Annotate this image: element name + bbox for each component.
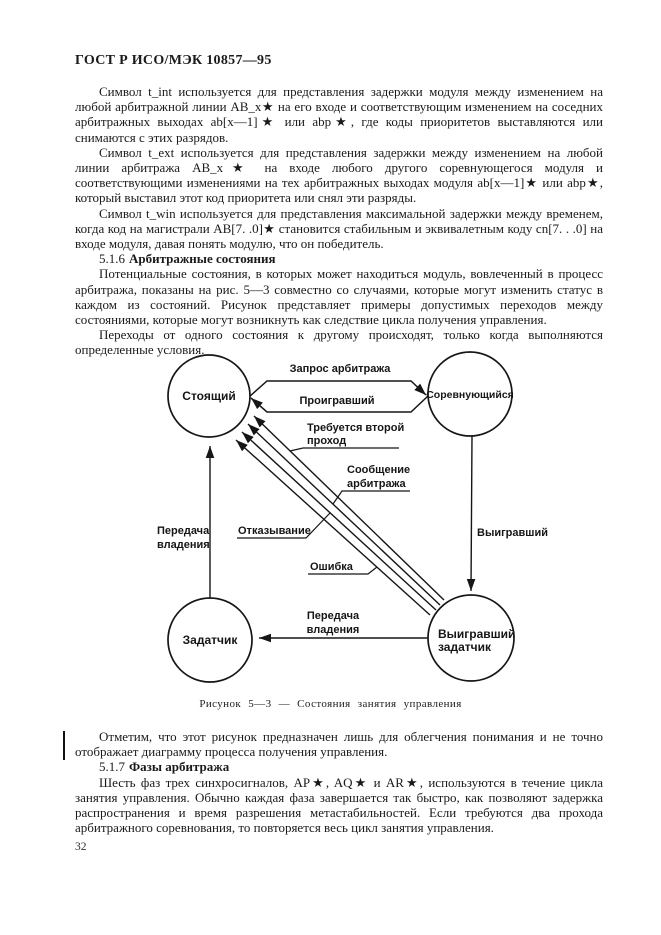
leader-refusal — [237, 512, 331, 539]
body-text-top: Символ t_int используется для представле… — [75, 84, 603, 358]
edge-second-pass — [253, 415, 445, 601]
section-title: Фазы арбитража — [129, 759, 230, 775]
leader-error — [308, 566, 378, 575]
label-arbitration-message-line1: Сообщение — [347, 464, 410, 476]
section-number: 5.1.6 — [99, 251, 125, 267]
paragraph-states-1: Потенциальные состояния, в которых может… — [75, 266, 603, 328]
paragraph-states-2: Переходы от одного состояния к другому п… — [75, 327, 603, 358]
state-standing-label: Стоящий — [182, 389, 235, 403]
label-loser: Проигравший — [300, 395, 375, 407]
label-ownership-left-line1: Передача — [157, 525, 210, 537]
state-winner-master — [427, 594, 515, 682]
leader-second-pass — [289, 447, 399, 452]
leader-arbitration-message — [332, 490, 410, 505]
section-title: Арбитражные состояния — [129, 251, 276, 267]
paragraph-t-ext: Символ t_ext используется для представле… — [75, 144, 603, 206]
edge-error — [235, 439, 431, 616]
edge-winner — [466, 435, 476, 592]
edge-arbitration-message — [247, 423, 441, 606]
state-competing — [427, 351, 513, 437]
paragraph-phases: Шесть фаз трех синхросигналов, AP★, AQ★ … — [75, 774, 603, 836]
label-arbitration-request: Запрос арбитража — [290, 363, 392, 375]
label-error: Ошибка — [310, 561, 354, 573]
document-header: ГОСТ Р ИСО/МЭК 10857—95 — [75, 53, 272, 68]
label-ownership-bottom-line1: Передача — [307, 610, 360, 622]
figure-caption: Рисунок 5—3 — Состояния занятия управлен… — [199, 698, 462, 710]
state-master — [167, 597, 253, 683]
label-ownership-bottom-line2: владения — [307, 624, 360, 636]
page-number: 32 — [75, 841, 87, 853]
state-diagram-figure: Стоящий Соревнующийся Задатчик Выигравши… — [157, 351, 548, 683]
state-winner-label-line1: Выигравший — [438, 627, 515, 641]
body-text-bottom: Отметим, что этот рисунок предназначен л… — [75, 729, 603, 835]
label-second-pass-line1: Требуется второй — [307, 422, 404, 434]
label-second-pass-line2: проход — [307, 435, 346, 447]
edge-arbitration-request — [248, 380, 427, 398]
paragraph-t-int: Символ t_int используется для представле… — [75, 84, 603, 145]
state-competing-label: Соревнующийся — [426, 389, 514, 401]
label-ownership-left-line2: владения — [157, 539, 210, 551]
label-winner: Выигравший — [477, 527, 548, 539]
change-bar-marker — [63, 731, 65, 760]
section-number: 5.1.7 — [99, 759, 125, 775]
edge-refusal — [241, 431, 437, 611]
label-arbitration-message-line2: арбитража — [347, 478, 407, 490]
state-standing — [167, 354, 251, 438]
paragraph-note: Отметим, что этот рисунок предназначен л… — [75, 729, 603, 760]
label-refusal: Отказывание — [238, 525, 311, 537]
paragraph-t-win: Символ t_win используется для представле… — [75, 205, 603, 252]
state-winner-label-line2: задатчик — [438, 640, 492, 654]
state-master-label: Задатчик — [183, 633, 239, 647]
edge-loser — [250, 395, 429, 413]
